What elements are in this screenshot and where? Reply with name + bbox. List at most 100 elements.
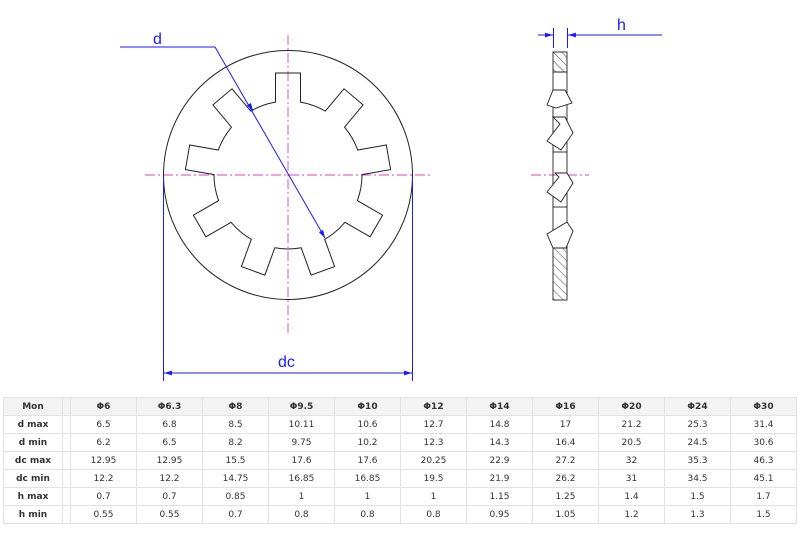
washer-inner-teeth xyxy=(184,72,392,276)
table-cell: 6.8 xyxy=(136,415,203,434)
table-cell: 1.5 xyxy=(730,505,797,524)
row-label: dc max xyxy=(3,451,63,470)
table-cell: 10.2 xyxy=(334,433,401,452)
spacer-cell xyxy=(62,505,71,524)
table-cell: 31 xyxy=(598,469,665,488)
table-cell: 12.95 xyxy=(70,451,137,470)
table-cell: 1 xyxy=(268,487,335,506)
table-cell: 20.5 xyxy=(598,433,665,452)
table-cell: 10.11 xyxy=(268,415,335,434)
h-label: h xyxy=(617,17,626,34)
table-cell: 27.2 xyxy=(532,451,599,470)
table-cell: 21.2 xyxy=(598,415,665,434)
table-cell: 0.55 xyxy=(136,505,203,524)
washer-side-view xyxy=(546,51,574,301)
table-cell: 6.5 xyxy=(70,415,137,434)
spacer-cell xyxy=(62,487,71,506)
row-label: d min xyxy=(3,433,63,452)
table-cell: 20.25 xyxy=(400,451,467,470)
table-cell: 1 xyxy=(334,487,401,506)
header-cell: Φ9.5 xyxy=(268,397,335,416)
header-cell: Φ10 xyxy=(334,397,401,416)
table-cell: 25.3 xyxy=(664,415,731,434)
table-cell: 14.8 xyxy=(466,415,533,434)
header-cell: Φ20 xyxy=(598,397,665,416)
table-cell: 16.85 xyxy=(334,469,401,488)
table-cell: 14.75 xyxy=(202,469,269,488)
table-cell: 0.85 xyxy=(202,487,269,506)
table-cell: 26.2 xyxy=(532,469,599,488)
table-cell: 6.2 xyxy=(70,433,137,452)
table-cell: 12.3 xyxy=(400,433,467,452)
table-cell: 45.1 xyxy=(730,469,797,488)
table-cell: 16.85 xyxy=(268,469,335,488)
table-cell: 0.7 xyxy=(202,505,269,524)
table-cell: 21.9 xyxy=(466,469,533,488)
washer-drawing: d dc h xyxy=(120,17,662,381)
table-cell: 0.7 xyxy=(136,487,203,506)
table-cell: 0.8 xyxy=(334,505,401,524)
table-cell: 0.8 xyxy=(268,505,335,524)
header-cell: Φ12 xyxy=(400,397,467,416)
table-cell: 19.5 xyxy=(400,469,467,488)
table-cell: 34.5 xyxy=(664,469,731,488)
dc-label: dc xyxy=(278,354,295,371)
table-cell: 1.3 xyxy=(664,505,731,524)
header-cell: Φ24 xyxy=(664,397,731,416)
table-cell: 12.7 xyxy=(400,415,467,434)
table-cell: 12.2 xyxy=(70,469,137,488)
table-cell: 17 xyxy=(532,415,599,434)
d-dimension xyxy=(120,46,326,239)
washer-outer-circle xyxy=(163,50,413,300)
header-cell: Φ30 xyxy=(730,397,797,416)
spacer-cell xyxy=(62,415,71,434)
table-cell: 46.3 xyxy=(730,451,797,470)
row-label: h max xyxy=(3,487,63,506)
table-cell: 16.4 xyxy=(532,433,599,452)
spacer-cell xyxy=(62,433,71,452)
table-cell: 1.5 xyxy=(664,487,731,506)
header-cell: Φ14 xyxy=(466,397,533,416)
header-cell: Φ6 xyxy=(70,397,137,416)
table-cell: 8.2 xyxy=(202,433,269,452)
table-cell: 0.8 xyxy=(400,505,467,524)
table-cell: 31.4 xyxy=(730,415,797,434)
table-cell: 1.25 xyxy=(532,487,599,506)
table-cell: 12.95 xyxy=(136,451,203,470)
table-cell: 32 xyxy=(598,451,665,470)
spacer-cell xyxy=(62,469,71,488)
table-cell: 22.9 xyxy=(466,451,533,470)
table-cell: 0.95 xyxy=(466,505,533,524)
spacer-cell xyxy=(62,451,71,470)
table-cell: 8.5 xyxy=(202,415,269,434)
table-cell: 35.3 xyxy=(664,451,731,470)
table-cell: 9.75 xyxy=(268,433,335,452)
header-cell: Mon xyxy=(3,397,63,416)
header-cell: Φ16 xyxy=(532,397,599,416)
header-cell: Φ6.3 xyxy=(136,397,203,416)
table-cell: 1 xyxy=(400,487,467,506)
table-cell: 30.6 xyxy=(730,433,797,452)
table-cell: 1.7 xyxy=(730,487,797,506)
table-cell: 0.7 xyxy=(70,487,137,506)
table-cell: 14.3 xyxy=(466,433,533,452)
table-cell: 1.4 xyxy=(598,487,665,506)
spacer-cell xyxy=(62,397,71,416)
row-label: dc min xyxy=(3,469,63,488)
h-dimension xyxy=(538,28,662,48)
table-cell: 15.5 xyxy=(202,451,269,470)
header-cell: Φ8 xyxy=(202,397,269,416)
table-cell: 1.15 xyxy=(466,487,533,506)
dc-dimension xyxy=(163,178,413,381)
table-cell: 1.2 xyxy=(598,505,665,524)
table-cell: 6.5 xyxy=(136,433,203,452)
row-label: h min xyxy=(3,505,63,524)
